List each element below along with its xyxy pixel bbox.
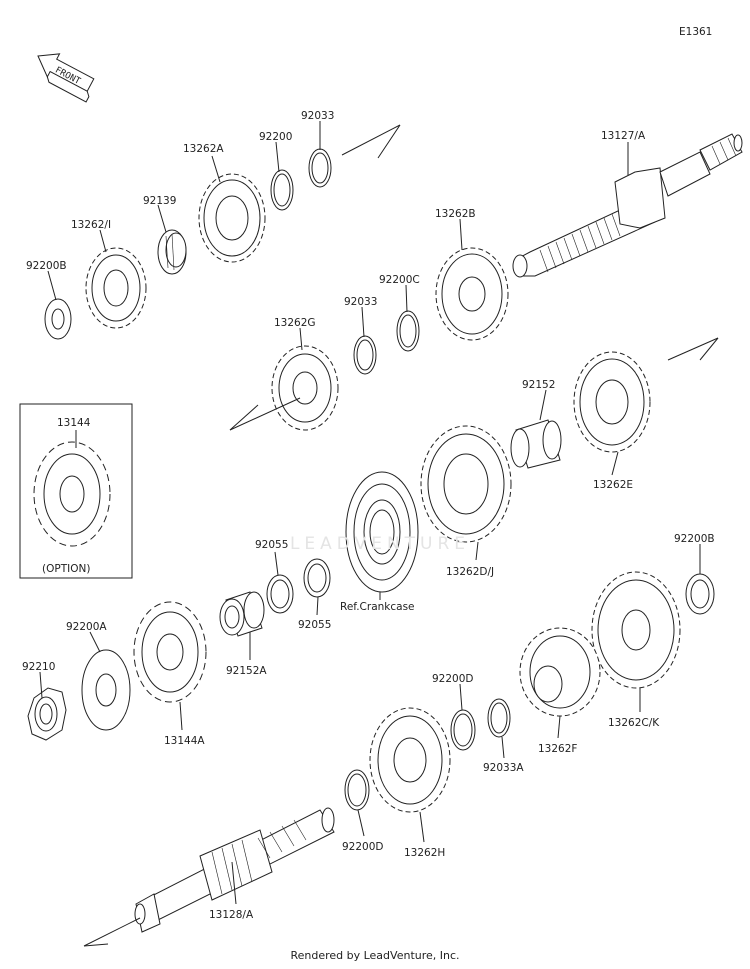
label-13262f: 13262F xyxy=(538,743,577,755)
label-92033-mid: 92033 xyxy=(344,296,377,308)
label-92152a: 92152A xyxy=(226,665,267,677)
gear-13262e xyxy=(573,351,651,453)
gear-13262ck xyxy=(591,571,681,689)
gear-13262a xyxy=(198,173,266,263)
label-92139: 92139 xyxy=(143,195,176,207)
gear-13262i xyxy=(85,247,147,329)
needle-bearing-92139 xyxy=(157,229,187,275)
washer-92200c xyxy=(396,310,420,352)
label-13144: 13144 xyxy=(57,417,91,429)
washer-92200b-left xyxy=(44,298,72,340)
label-92033a: 92033A xyxy=(483,762,524,774)
label-13144a: 13144A xyxy=(164,735,205,747)
label-92200d-b: 92200D xyxy=(342,841,384,853)
label-13128a: 13128/A xyxy=(209,909,254,921)
input-shaft-13128a xyxy=(134,807,335,933)
footer-text: Rendered by LeadVenture, Inc. xyxy=(290,949,460,962)
watermark: LEADVENTURE xyxy=(289,534,471,554)
washer-92200d-b xyxy=(344,769,370,811)
label-92200b-right: 92200B xyxy=(674,533,715,545)
gear-13262h xyxy=(369,707,451,813)
leader-lines xyxy=(39,121,701,905)
circlip-92033-mid xyxy=(353,335,377,375)
front-arrow-icon: FRONT xyxy=(37,53,95,103)
gear-13262b xyxy=(435,247,509,341)
label-13262b: 13262B xyxy=(435,208,476,220)
collar-92152a xyxy=(219,591,265,637)
collar-92152 xyxy=(510,419,562,469)
option-box xyxy=(19,403,133,579)
washer-92200d-a xyxy=(450,709,476,751)
label-92210: 92210 xyxy=(22,661,55,673)
sprocket-13144 xyxy=(33,441,111,547)
label-92033-top: 92033 xyxy=(301,110,334,122)
label-92200a: 92200A xyxy=(66,621,107,633)
label-92055-a: 92055 xyxy=(255,539,288,551)
gear-13262g xyxy=(271,345,339,431)
circlip-92033-top xyxy=(308,148,332,188)
gear-13262f xyxy=(519,627,601,717)
washer-92200a xyxy=(81,649,131,731)
sprocket-13144a xyxy=(133,601,207,703)
option-label: (OPTION) xyxy=(42,563,90,575)
label-92200c: 92200C xyxy=(379,274,420,286)
label-13127a: 13127/A xyxy=(601,130,646,142)
circlip-92033a xyxy=(487,698,511,738)
label-92055-b: 92055 xyxy=(298,619,331,631)
nut-92210 xyxy=(27,687,67,741)
label-13262dj: 13262D/J xyxy=(446,566,494,578)
washer-92055-b xyxy=(303,558,331,598)
label-92200b-left: 92200B xyxy=(26,260,67,272)
diagram-id: E1361 xyxy=(679,26,712,38)
label-13262e: 13262E xyxy=(593,479,633,491)
label-13262a: 13262A xyxy=(183,143,224,155)
label-92152: 92152 xyxy=(522,379,555,391)
washer-92200 xyxy=(270,169,294,211)
washer-92055-a xyxy=(266,574,294,614)
washer-92200b-right xyxy=(685,573,715,615)
label-13262ck: 13262C/K xyxy=(608,717,660,729)
gear-13262dj xyxy=(420,425,512,543)
label-ref-crankcase: Ref.Crankcase xyxy=(340,601,415,613)
label-92200d-a: 92200D xyxy=(432,673,474,685)
label-92200: 92200 xyxy=(259,131,292,143)
label-13262g: 13262G xyxy=(274,317,316,329)
label-13262h: 13262H xyxy=(404,847,445,859)
label-13262i: 13262/I xyxy=(71,219,111,231)
output-shaft-13127a xyxy=(512,133,743,278)
ball-bearing-ref-crankcase xyxy=(345,471,419,593)
